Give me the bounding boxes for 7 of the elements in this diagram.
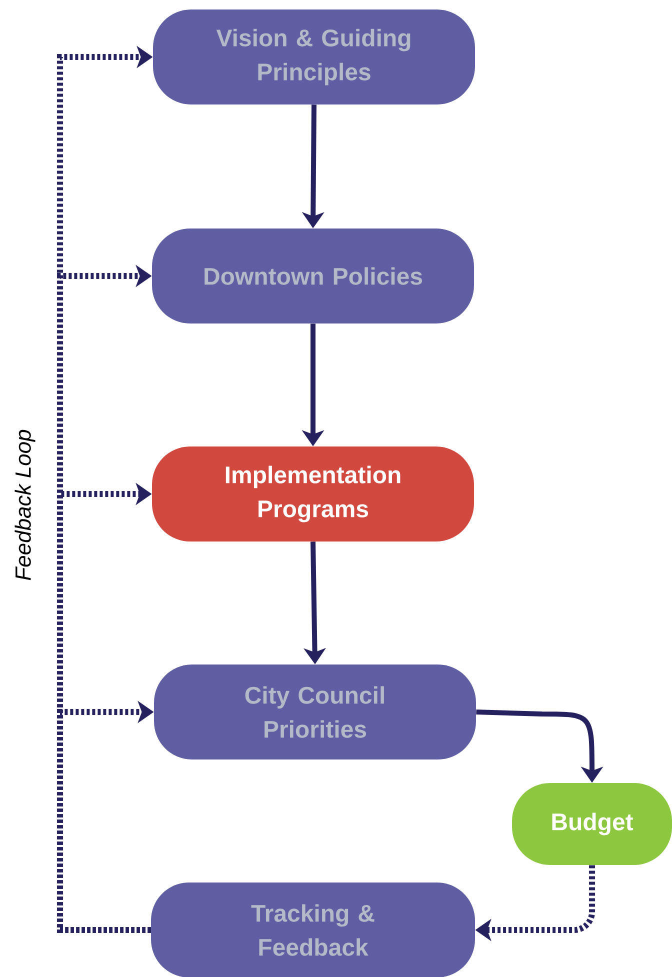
process-box: Budget [512,783,672,866]
process-box: City Council Priorities [154,664,476,760]
process-box: Implementation Programs [152,446,474,542]
process-box: Downtown Policies [152,228,474,324]
process-box: Tracking & Feedback [151,882,475,977]
side-label: Feedback Loop [14,430,36,580]
process-box: Vision & Guiding Principles [153,10,475,104]
